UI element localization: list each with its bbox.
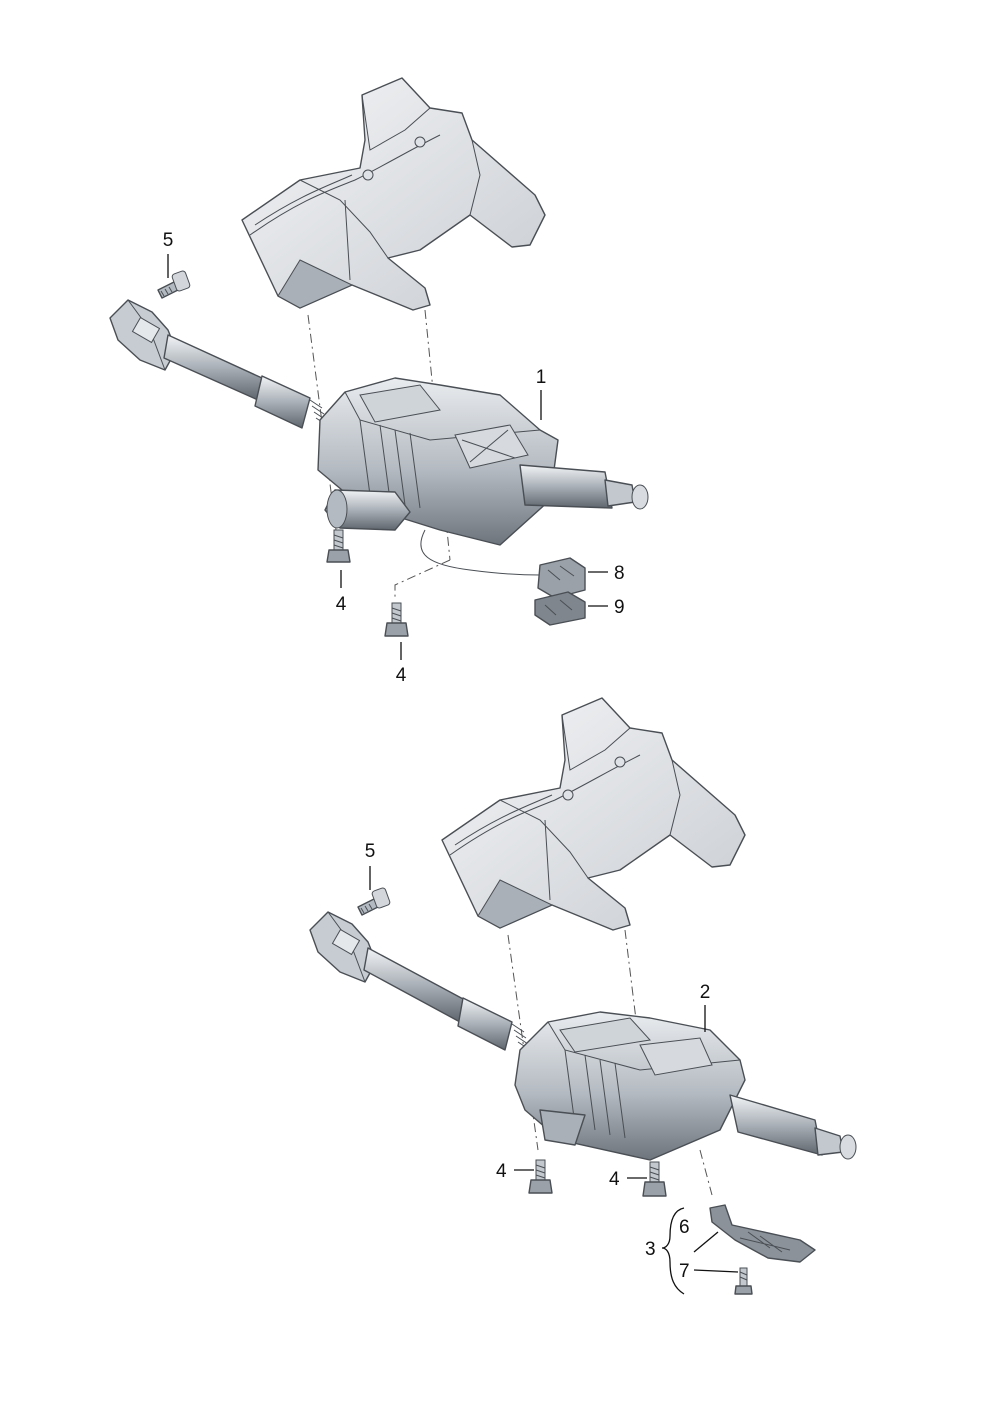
mounting-bracket-bottom <box>441 697 746 931</box>
callout-1: 1 <box>536 367 547 388</box>
bolt-5-bottom <box>357 887 391 916</box>
callout-9: 9 <box>614 597 625 618</box>
leader-line <box>693 1231 719 1253</box>
bolt-4-top-left <box>326 529 351 563</box>
bolt-4-bottom-right <box>642 1161 667 1197</box>
callout-4-bottom-right: 4 <box>609 1169 620 1190</box>
callout-6: 6 <box>679 1217 690 1238</box>
screw-7 <box>734 1267 753 1295</box>
top-assembly: 5 1 4 4 8 9 <box>109 77 649 686</box>
callout-4-bottom-left: 4 <box>496 1161 507 1182</box>
callout-4-top-left: 4 <box>336 594 347 615</box>
callout-2: 2 <box>700 982 711 1003</box>
connector-8 <box>537 557 586 599</box>
alignment-line <box>507 934 539 1151</box>
steering-column-2 <box>309 911 857 1161</box>
callout-7: 7 <box>679 1261 690 1282</box>
clip-6 <box>709 1204 816 1263</box>
alignment-line <box>394 559 451 600</box>
callout-4-top-lower: 4 <box>396 665 407 686</box>
bracket-brace <box>661 1207 685 1295</box>
bolt-4-top-lower <box>384 602 409 637</box>
callout-5-bottom: 5 <box>365 841 376 862</box>
bolt-4-bottom-left <box>528 1159 553 1194</box>
mounting-bracket-top <box>241 77 546 311</box>
callout-8: 8 <box>614 563 625 584</box>
callout-3: 3 <box>645 1239 656 1260</box>
alignment-line <box>699 1149 713 1196</box>
steering-column-1 <box>109 299 649 576</box>
bottom-assembly: 5 2 4 4 3 6 7 <box>309 697 857 1295</box>
callout-5-top: 5 <box>163 230 174 251</box>
connector-9 <box>534 591 586 626</box>
bolt-5-top <box>157 270 191 299</box>
leader-line <box>693 1269 739 1273</box>
